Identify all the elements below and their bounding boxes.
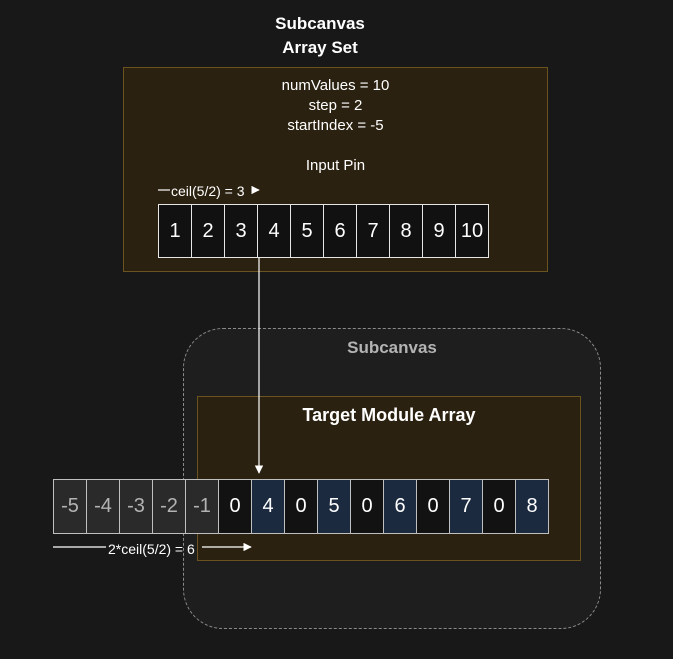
- array-set-title-line2: Array Set: [282, 38, 358, 57]
- target-cell: 5: [317, 479, 351, 534]
- target-cell: 0: [350, 479, 384, 534]
- target-cell: -5: [53, 479, 87, 534]
- target-cell: -2: [152, 479, 186, 534]
- target-cell: -1: [185, 479, 219, 534]
- target-cell: 0: [416, 479, 450, 534]
- input-cell: 3: [224, 204, 258, 258]
- input-pin-label: Input Pin: [305, 157, 366, 174]
- target-cell: 4: [251, 479, 285, 534]
- array-set-title-line1: Subcanvas: [275, 14, 365, 33]
- target-cell: 0: [218, 479, 252, 534]
- param-start-index: startIndex = -5: [287, 117, 384, 134]
- input-cell: 7: [356, 204, 390, 258]
- input-cell: 4: [257, 204, 291, 258]
- input-cell: 1: [158, 204, 192, 258]
- target-module-label: Target Module Array: [302, 405, 476, 425]
- input-cell: 2: [191, 204, 225, 258]
- array-set-title: Subcanvas Array Set: [0, 12, 640, 60]
- target-cell: 6: [383, 479, 417, 534]
- input-cell: 8: [389, 204, 423, 258]
- target-cell: 0: [284, 479, 318, 534]
- offset-label: ceil(5/2) = 3: [171, 183, 245, 199]
- array-set-params: numValues = 10 step = 2 startIndex = -5: [123, 76, 548, 136]
- target-cell: 7: [449, 479, 483, 534]
- input-cell: 9: [422, 204, 456, 258]
- input-cell: 5: [290, 204, 324, 258]
- stride-label: 2*ceil(5/2) = 6: [108, 541, 195, 557]
- target-cell: -3: [119, 479, 153, 534]
- param-step: step = 2: [308, 97, 363, 114]
- target-cell: 8: [515, 479, 549, 534]
- input-cell: 6: [323, 204, 357, 258]
- target-cell: -4: [86, 479, 120, 534]
- target-cell: 0: [482, 479, 516, 534]
- subcanvas-label: Subcanvas: [347, 338, 437, 357]
- param-num-values: numValues = 10: [281, 77, 390, 94]
- input-cell: 10: [455, 204, 489, 258]
